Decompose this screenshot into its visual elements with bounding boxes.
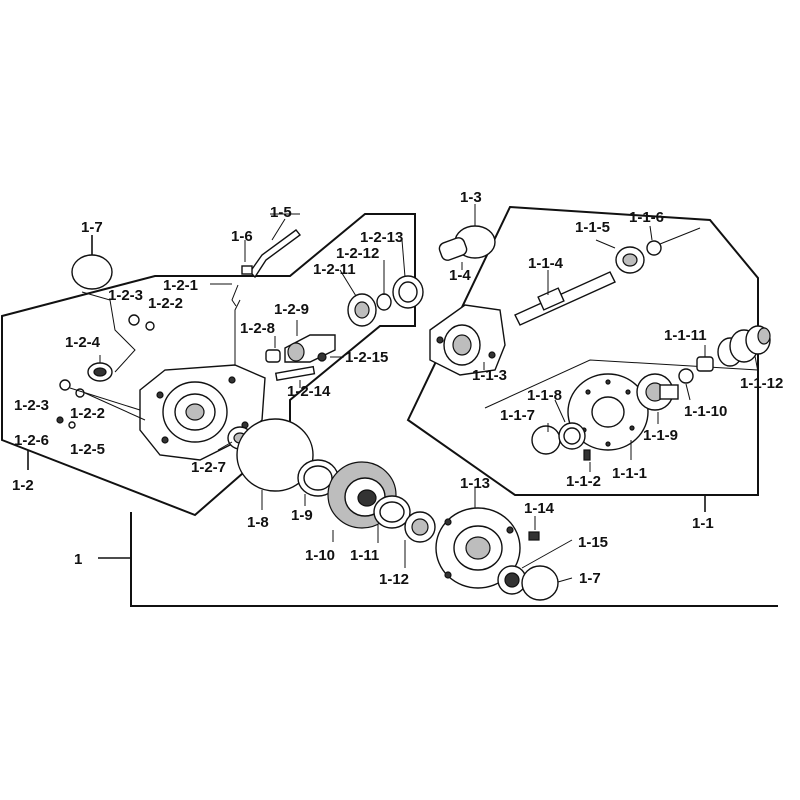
plug-1-2-3-top [128,314,140,326]
label-1-2-3-top: 1-2-3 [108,287,143,304]
label-1-2-3-bottom: 1-2-3 [14,397,49,414]
nut-1-2-15 [317,352,327,362]
label-1-2-6: 1-2-6 [14,432,49,449]
bolt-1-1-2 [583,449,591,461]
label-1-2-2-top: 1-2-2 [148,295,183,312]
label-1-13: 1-13 [460,475,490,492]
label-1-1-2: 1-1-2 [566,473,601,490]
label-1-2-14: 1-2-14 [287,383,331,400]
label-1-2-8: 1-2-8 [240,320,275,337]
bolt-1-14 [528,531,540,541]
label-1-11: 1-11 [350,547,379,564]
label-1-2: 1-2 [12,477,34,494]
label-1-1-9: 1-1-9 [643,427,678,444]
label-1-2-5: 1-2-5 [70,441,105,458]
nut-1-1-11 [696,356,714,372]
knuckle-1-1-3 [429,304,506,376]
bolt-1-2-6 [56,416,64,424]
label-1-5: 1-5 [270,204,292,221]
label-1-2-11: 1-2-11 [313,261,356,278]
label-1-2-12: 1-2-12 [336,245,379,262]
ring-1-2-12 [376,293,392,311]
label-1-1-10: 1-1-10 [684,403,727,420]
brake-disc-1-1-1 [567,373,649,451]
washer-1-2-2-top [145,321,155,331]
label-1-1-1: 1-1-1 [612,465,647,482]
label-1-1-11: 1-1-11 [664,327,707,344]
label-1-3: 1-3 [460,189,482,206]
label-1-1-5: 1-1-5 [575,219,610,236]
washer-1-2-5 [68,421,76,429]
label-1-2-1: 1-2-1 [163,277,198,294]
label-1-7-top: 1-7 [81,219,103,236]
label-1-2-7: 1-2-7 [191,459,226,476]
label-1-8: 1-8 [247,514,269,531]
label-1-15: 1-15 [578,534,608,551]
plug-1-2-3-bottom [59,379,71,391]
label-1-1-3: 1-1-3 [472,367,507,384]
label-1-2-15: 1-2-15 [345,349,388,366]
vent-tube-1-5 [249,229,302,279]
washer-1-1-10 [678,368,694,384]
label-1-2-13: 1-2-13 [360,229,403,246]
label-1-2-9: 1-2-9 [274,301,309,318]
label-1-14: 1-14 [524,500,555,517]
sleeve-1-4 [438,237,468,261]
label-1-9: 1-9 [291,507,313,524]
assembly-1-bracket [130,512,778,607]
o-ring-1-7-top [71,254,113,290]
hub-1-1-9 [636,373,679,411]
label-1-1-8: 1-1-8 [527,387,562,404]
label-1-7-bottom: 1-7 [579,570,601,587]
axle-shaft-1-1-4 [514,271,616,326]
shaft-1-2-14 [274,365,316,382]
leader-lines [210,204,759,583]
label-1-2-2-bottom: 1-2-2 [70,405,105,422]
fitting-1-6 [241,265,253,275]
label-1-1-7: 1-1-7 [500,407,535,424]
cv-boot-1-1-12 [717,325,771,367]
label-1-4: 1-4 [449,267,471,284]
subgroup-1-2-frame [81,291,136,373]
label-1-1: 1-1 [692,515,714,532]
o-ring-1-7-bottom [521,565,559,601]
bearing-1-2-8 [265,349,281,363]
label-1: 1 [74,551,82,568]
label-1-6: 1-6 [231,228,253,245]
label-1-12: 1-12 [379,571,409,588]
label-1-2-4: 1-2-4 [65,334,101,351]
label-1-1-4: 1-1-4 [528,255,564,272]
cover-1-13 [435,507,521,589]
label-1-10: 1-10 [305,547,335,564]
circlip-1-1-7 [531,425,561,455]
o-ring-1-8 [236,418,314,492]
label-1-1-12: 1-1-12 [740,375,783,392]
ring-1-1-6 [646,240,662,256]
label-1-1-6: 1-1-6 [629,209,664,226]
group-1-2-frame [1,213,416,517]
group-1-1-frame [406,205,759,496]
